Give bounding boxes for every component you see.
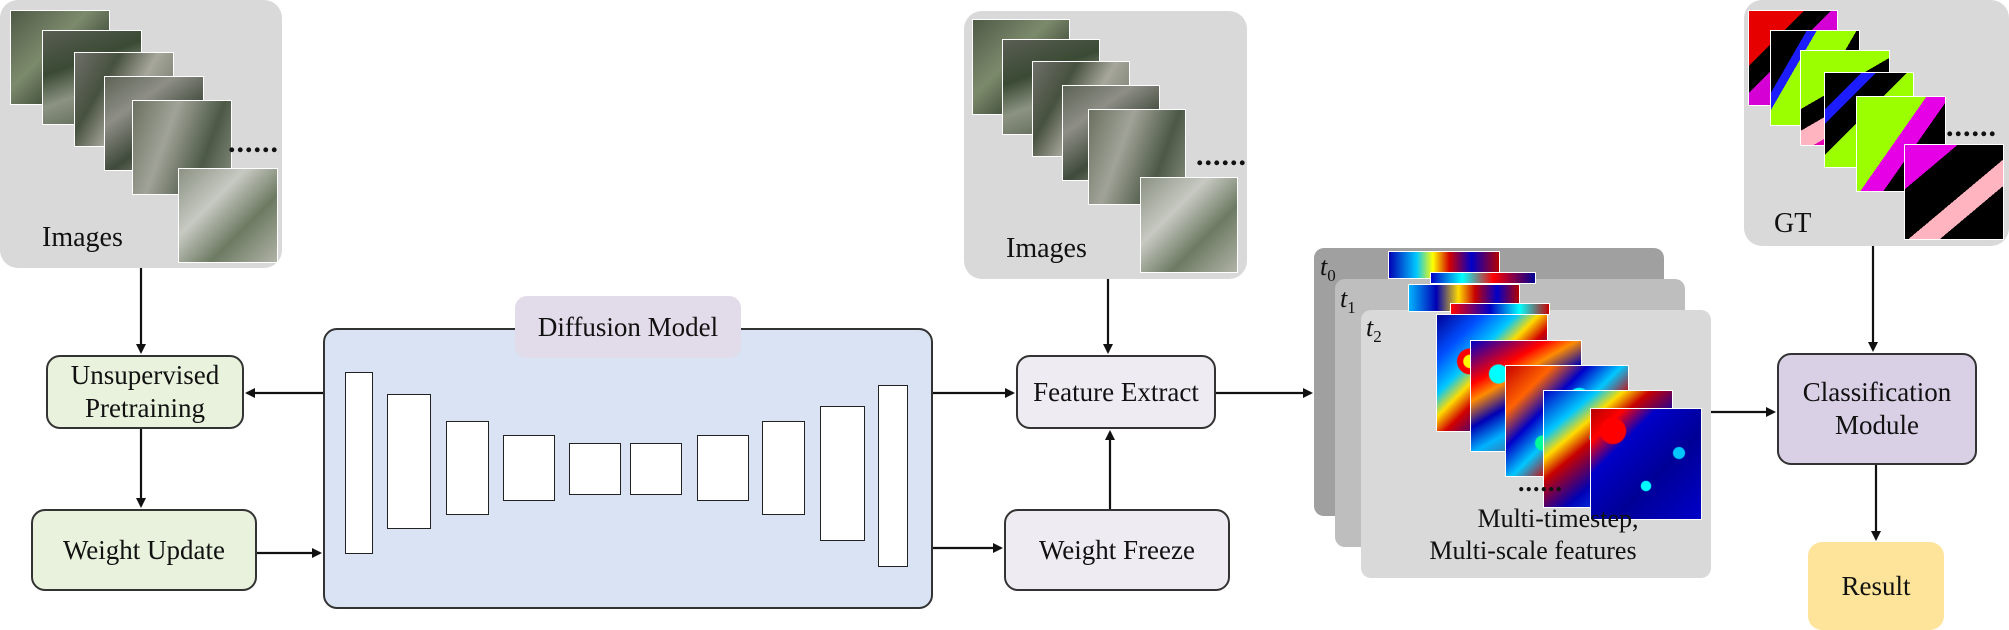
- diffusion-model-title: Diffusion Model: [515, 296, 741, 358]
- feature-extract-label: Feature Extract: [1033, 376, 1199, 407]
- unet-layer-3: [446, 421, 489, 515]
- feature-map-t2-5: [1590, 408, 1702, 520]
- timestep-label-t1: t1: [1340, 284, 1356, 318]
- result-label: Result: [1841, 570, 1911, 601]
- timestep-label-t0: t0: [1320, 252, 1336, 286]
- unsupervised-pretraining-box: Unsupervised Pretraining: [46, 355, 244, 429]
- features-caption-line2: Multi-scale features: [1429, 536, 1637, 566]
- features-caption: Multi-timestep, Multi-scale features: [1361, 503, 1705, 567]
- unet-layer-7: [697, 435, 749, 501]
- unet-layer-4: [503, 435, 555, 501]
- unsupervised-line2: Pretraining: [85, 393, 205, 423]
- feature-extract-box: Feature Extract: [1016, 355, 1216, 429]
- unsupervised-line1: Unsupervised: [70, 360, 220, 391]
- segmentation-map-6: [1904, 144, 2004, 240]
- unet-layer-1: [345, 372, 373, 554]
- diffusion-model-title-text: Diffusion Model: [537, 311, 719, 342]
- gt-panel: ...... GT: [1744, 0, 2009, 246]
- classification-line2: Module: [1834, 410, 1919, 440]
- unet-layer-6: [630, 443, 682, 495]
- weight-freeze-label: Weight Freeze: [1038, 534, 1195, 565]
- unet-layer-10: [878, 385, 908, 567]
- classification-line1: Classification: [1802, 377, 1952, 408]
- images-label: Images: [42, 222, 123, 253]
- weight-freeze-box: Weight Freeze: [1004, 509, 1230, 591]
- images-ellipsis: ......: [228, 126, 279, 159]
- unet-layer-8: [762, 421, 805, 515]
- classification-module-box: Classification Module: [1777, 353, 1977, 465]
- weight-update-box: Weight Update: [31, 509, 257, 591]
- images-ellipsis: ......: [1196, 139, 1247, 172]
- satellite-image-6: [1140, 177, 1238, 273]
- features-caption-line1: Multi-timestep,: [1477, 504, 1639, 533]
- feature-map-t0-b: [1430, 272, 1536, 284]
- images-label: Images: [1006, 233, 1087, 264]
- unet-layer-5: [569, 443, 621, 495]
- images-panel-middle: ...... Images: [964, 11, 1247, 279]
- gt-ellipsis: ......: [1946, 110, 1997, 143]
- timestep-label-t2: t2: [1366, 313, 1382, 347]
- gt-label: GT: [1774, 208, 1812, 239]
- weight-update-label: Weight Update: [62, 534, 226, 565]
- diffusion-model-box: [323, 328, 933, 609]
- images-panel-left: ...... Images: [0, 0, 282, 268]
- satellite-image-6: [178, 168, 278, 263]
- unet-layer-9: [820, 406, 865, 541]
- unet-layer-2: [387, 394, 431, 529]
- features-ellipsis: ......: [1518, 468, 1563, 497]
- result-box: Result: [1808, 542, 1944, 630]
